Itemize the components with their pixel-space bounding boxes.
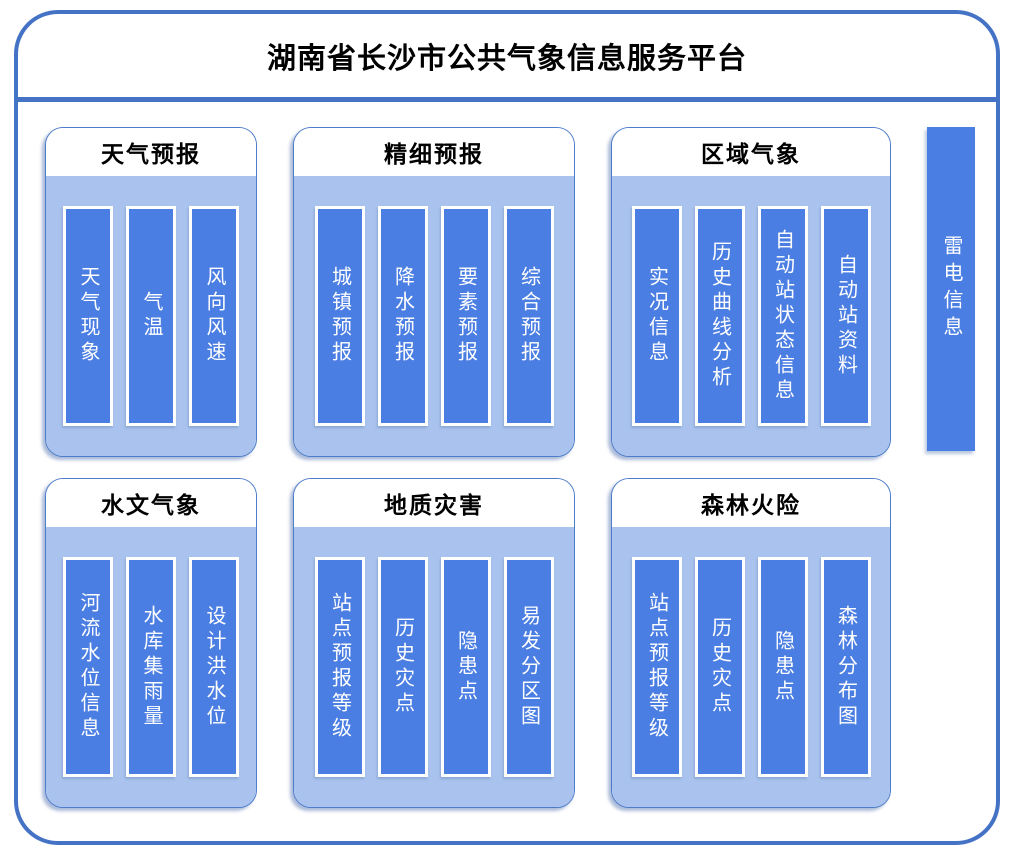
module-bar: 易发分区图 — [503, 557, 554, 777]
module-label: 河流水位信息 — [77, 592, 99, 742]
panel-body: 站点预报等级 历史灾点 隐患点 森林分布图 — [612, 527, 890, 807]
module-bar: 要素预报 — [440, 206, 491, 426]
panel-hydro-meteorology: 水文气象 河流水位信息 水库集雨量 设计洪水位 — [45, 478, 257, 808]
panel-body: 天气现象 气温 风向风速 — [46, 176, 256, 456]
module-label: 城镇预报 — [328, 266, 351, 366]
module-label: 雷电信息 — [940, 235, 962, 343]
module-bar: 站点预报等级 — [631, 557, 682, 777]
module-bar: 森林分布图 — [820, 557, 871, 777]
module-label: 站点预报等级 — [645, 592, 668, 742]
module-bar: 隐患点 — [757, 557, 808, 777]
panel-geological-disaster: 地质灾害 站点预报等级 历史灾点 隐患点 易发分区图 — [293, 478, 575, 808]
module-label: 易发分区图 — [517, 604, 540, 730]
panel-body: 实况信息 历史曲线分析 自动站状态信息 自动站资料 — [612, 176, 890, 456]
module-label: 自动站资料 — [834, 253, 857, 379]
module-label: 历史灾点 — [708, 617, 731, 717]
module-label: 气温 — [140, 291, 162, 341]
module-bar: 站点预报等级 — [314, 557, 365, 777]
module-label: 站点预报等级 — [328, 592, 351, 742]
module-label: 历史曲线分析 — [708, 241, 731, 391]
module-label: 降水预报 — [391, 266, 414, 366]
module-bar: 城镇预报 — [314, 206, 365, 426]
module-label: 综合预报 — [517, 266, 540, 366]
module-bar: 天气现象 — [63, 206, 113, 426]
module-bar: 综合预报 — [503, 206, 554, 426]
module-label: 自动站状态信息 — [771, 228, 794, 404]
module-bar: 历史灾点 — [377, 557, 428, 777]
panel-weather-forecast: 天气预报 天气现象 气温 风向风速 — [45, 127, 257, 457]
module-bar: 水库集雨量 — [126, 557, 176, 777]
panel-body: 河流水位信息 水库集雨量 设计洪水位 — [46, 527, 256, 807]
module-bar: 降水预报 — [377, 206, 428, 426]
panel-title: 区域气象 — [612, 128, 890, 176]
panel-body: 城镇预报 降水预报 要素预报 综合预报 — [294, 176, 574, 456]
module-label: 要素预报 — [454, 266, 477, 366]
panel-title: 地质灾害 — [294, 479, 574, 527]
module-bar: 气温 — [126, 206, 176, 426]
module-bar: 实况信息 — [631, 206, 682, 426]
module-bar: 自动站资料 — [820, 206, 871, 426]
module-bar: 设计洪水位 — [189, 557, 239, 777]
module-bar: 自动站状态信息 — [757, 206, 808, 426]
module-label: 历史灾点 — [391, 617, 414, 717]
panel-body: 站点预报等级 历史灾点 隐患点 易发分区图 — [294, 527, 574, 807]
panel-fine-forecast: 精细预报 城镇预报 降水预报 要素预报 综合预报 — [293, 127, 575, 457]
panel-title: 精细预报 — [294, 128, 574, 176]
panel-title: 天气预报 — [46, 128, 256, 176]
module-bar: 历史灾点 — [694, 557, 745, 777]
module-label: 天气现象 — [77, 266, 99, 366]
module-bar: 隐患点 — [440, 557, 491, 777]
lightning-info-bar: 雷电信息 — [927, 127, 975, 451]
module-bar: 风向风速 — [189, 206, 239, 426]
panel-regional-meteorology: 区域气象 实况信息 历史曲线分析 自动站状态信息 自动站资料 — [611, 127, 891, 457]
diagram-title: 湖南省长沙市公共气象信息服务平台 — [266, 42, 747, 75]
module-bar: 河流水位信息 — [63, 557, 113, 777]
module-label: 设计洪水位 — [203, 604, 225, 730]
module-label: 风向风速 — [203, 266, 225, 366]
module-label: 隐患点 — [771, 629, 794, 705]
panel-title: 森林火险 — [612, 479, 890, 527]
panel-forest-fire-risk: 森林火险 站点预报等级 历史灾点 隐患点 森林分布图 — [611, 478, 891, 808]
diagram-header: 湖南省长沙市公共气象信息服务平台 — [18, 14, 996, 102]
panel-title: 水文气象 — [46, 479, 256, 527]
module-label: 隐患点 — [454, 629, 477, 705]
module-label: 实况信息 — [645, 266, 668, 366]
module-label: 森林分布图 — [834, 604, 857, 730]
module-bar: 历史曲线分析 — [694, 206, 745, 426]
module-label: 水库集雨量 — [140, 604, 162, 730]
